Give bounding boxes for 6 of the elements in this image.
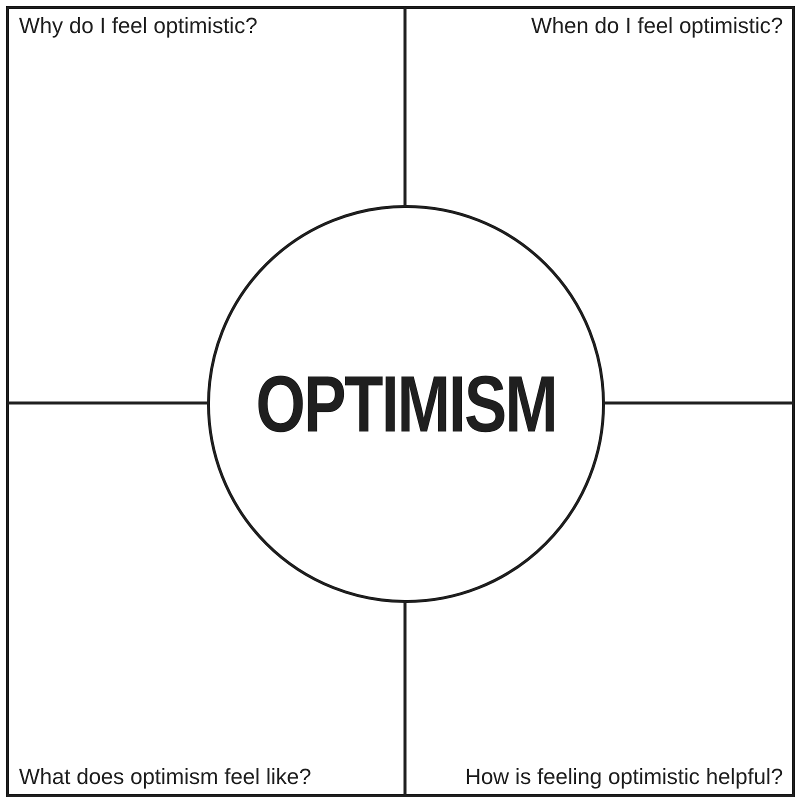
prompt-question: When do I feel optimistic?	[530, 12, 784, 40]
center-circle	[207, 205, 605, 603]
prompt-question: How is feeling optimistic helpful?	[464, 763, 784, 791]
prompt-question: Why do I feel optimistic?	[18, 12, 258, 40]
center-title: OPTIMISM	[256, 358, 556, 450]
prompt-question: What does optimism feel like?	[18, 763, 312, 791]
